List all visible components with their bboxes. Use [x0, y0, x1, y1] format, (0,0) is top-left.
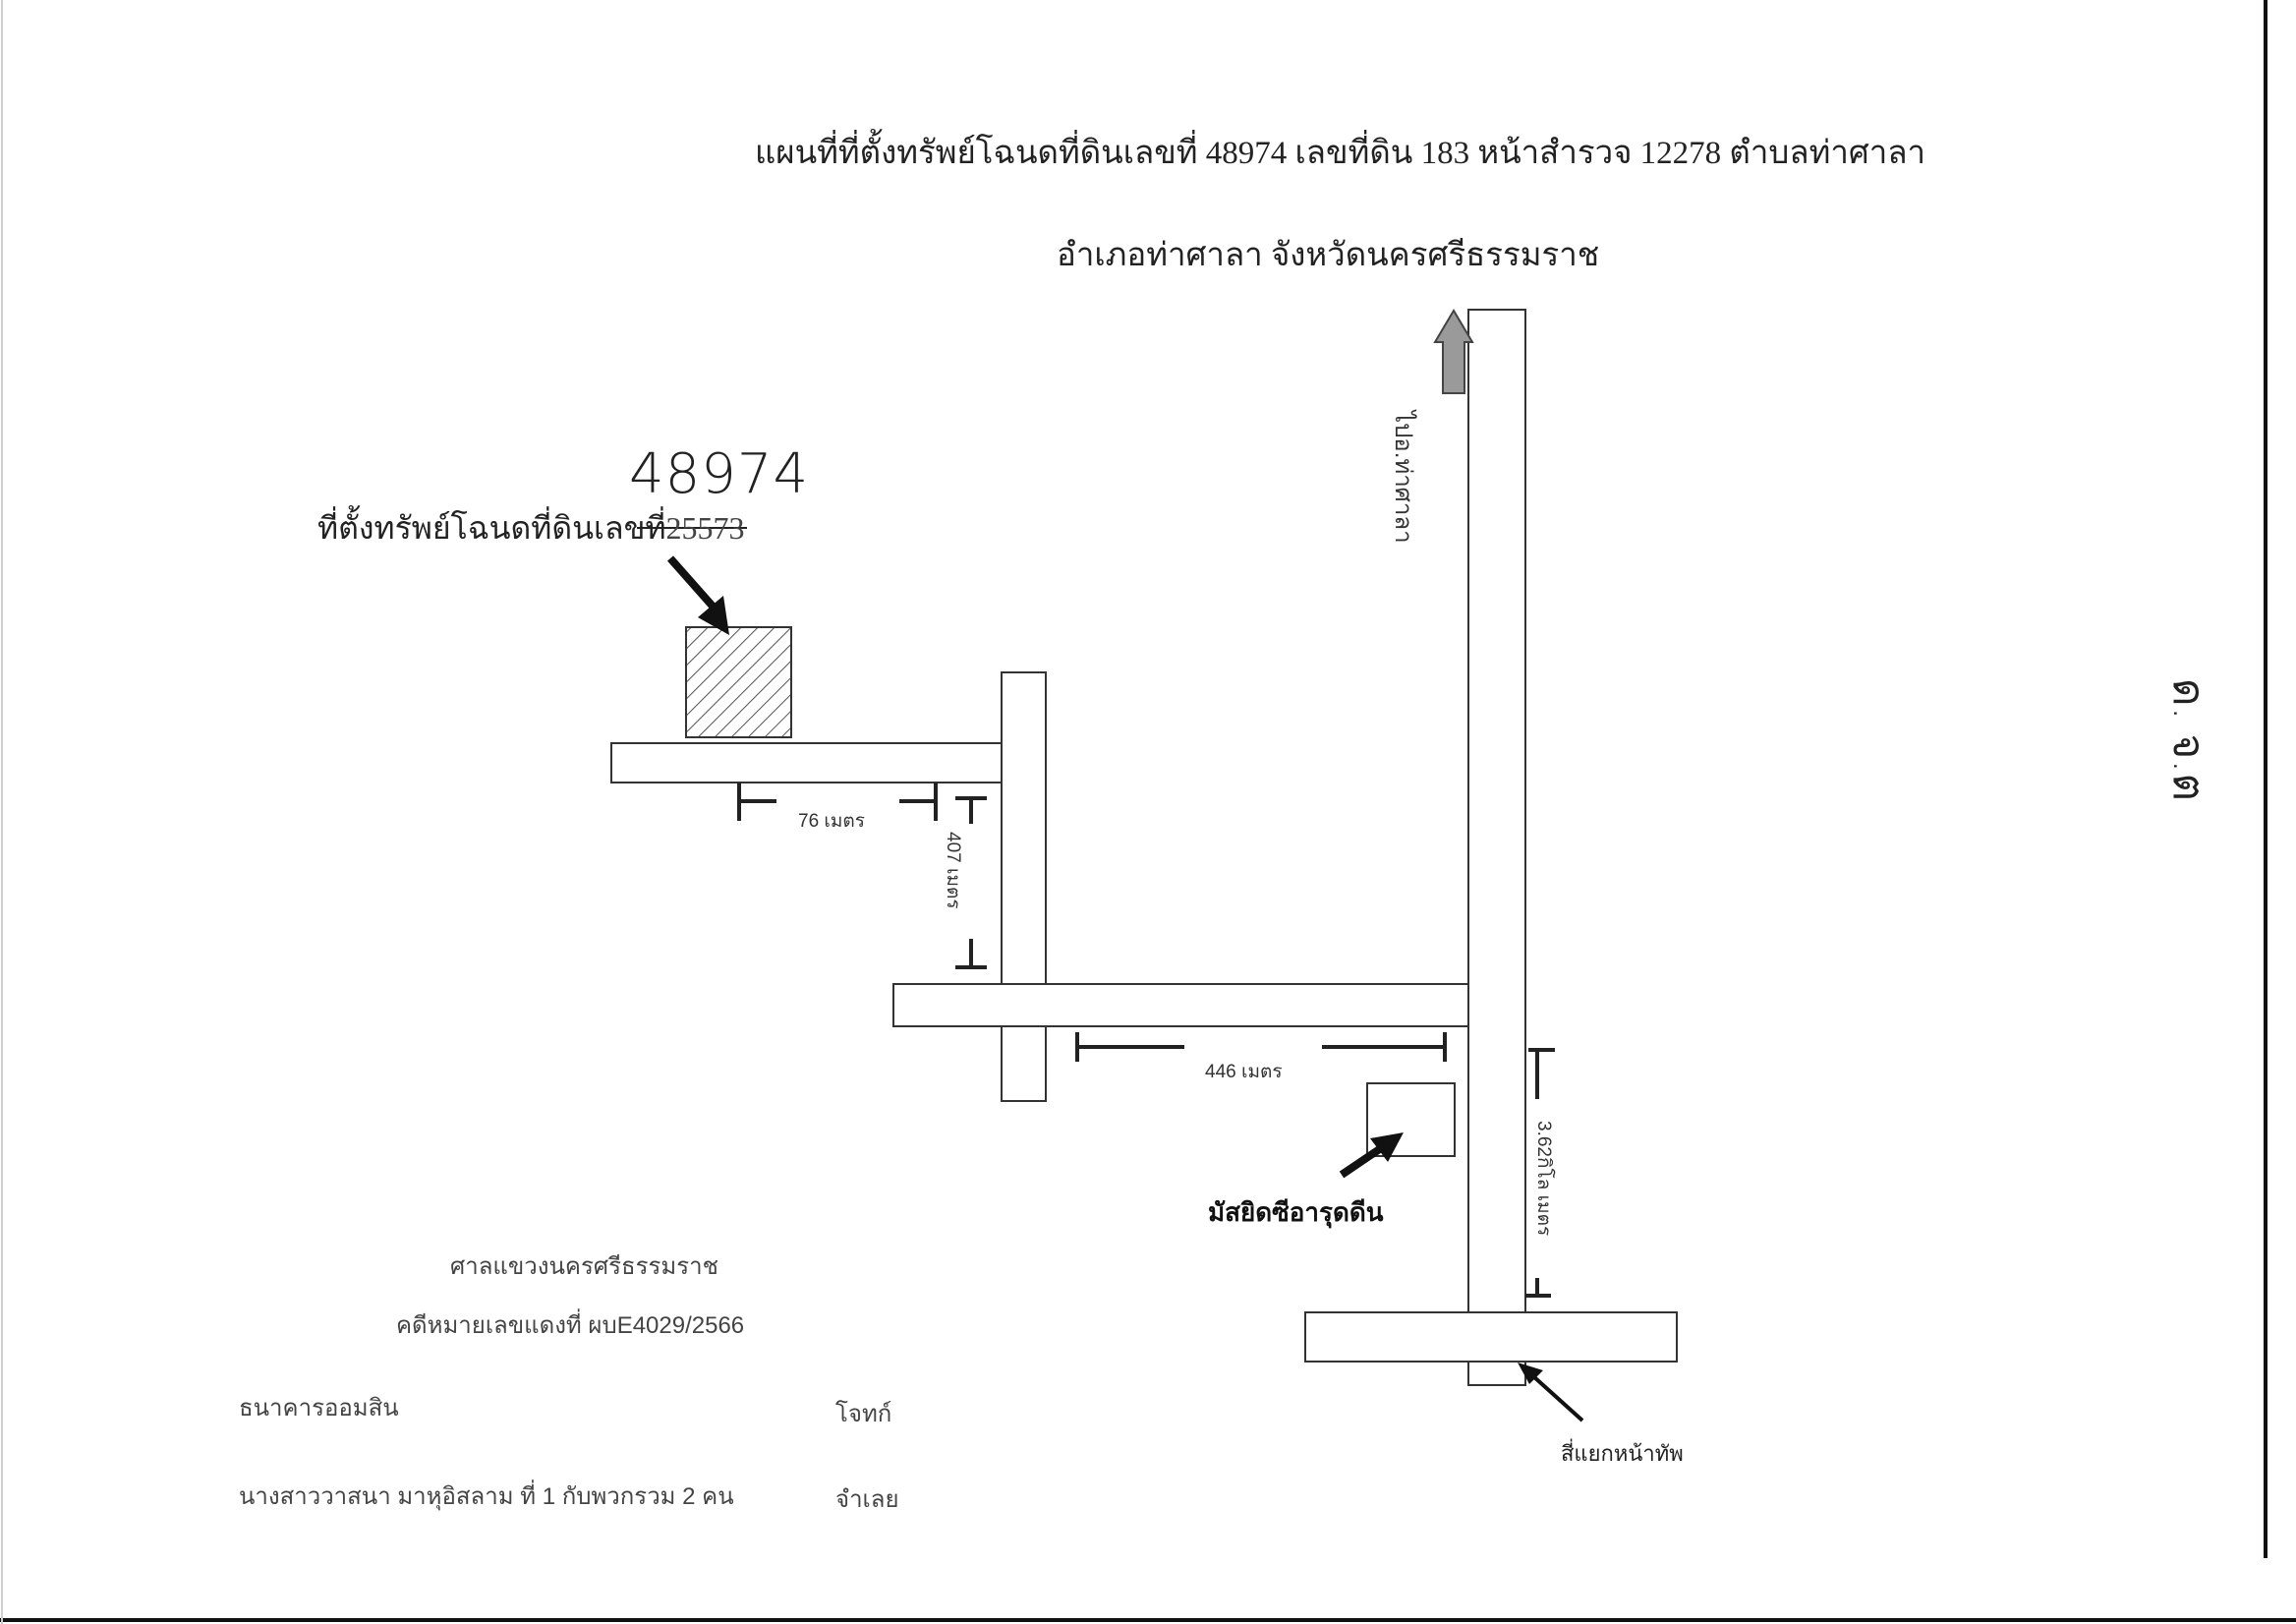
mosque-label: มัสยิดซีอารุดดีน — [1208, 1197, 1384, 1227]
property-arrow — [667, 555, 729, 635]
distance-446m-label: 446 เมตร — [1205, 1062, 1283, 1082]
distance-76m-label: 76 เมตร — [798, 811, 865, 832]
defendant-name: นางสาววาสนา มาหุอิสลาม ที่ 1 กับพวกรวม 2… — [239, 1483, 734, 1510]
road-main-vertical — [1467, 309, 1526, 1386]
map-title-line-2: อำเภอท่าศาลา จังหวัดนครศรีธรรมราช — [1057, 238, 1600, 273]
north-direction-label: ไปอ.ท่าศาลา — [1390, 411, 1416, 544]
intersection-label: สี่แยกหน้าทัพ — [1561, 1441, 1684, 1466]
dimension-3-62km — [1525, 1048, 1555, 1298]
dimension-407m — [955, 796, 987, 969]
north-arrow-icon — [1433, 309, 1474, 394]
handwritten-deed-number: 48974 — [629, 442, 810, 506]
court-name: ศาลแขวงนครศรีธรรมราช — [450, 1253, 718, 1280]
dimension-446m — [1075, 1032, 1447, 1062]
mosque-arrow — [1339, 1132, 1404, 1179]
property-plot — [685, 626, 792, 738]
road-top-horizontal — [610, 742, 1004, 783]
distance-407m-label: 407 เมตร — [943, 832, 963, 909]
road-bottom-horizontal — [1304, 1311, 1678, 1363]
case-number: คดีหมายเลขแดงที่ ผบE4029/2566 — [396, 1312, 745, 1339]
margin-handwritten-note: ด. จ.ต — [2163, 678, 2213, 801]
dimension-76m — [737, 783, 938, 821]
struck-deed-number: 25573 — [665, 510, 745, 546]
defendant-role: จำเลย — [835, 1486, 899, 1513]
road-middle-horizontal — [892, 983, 1472, 1027]
intersection-arrow — [1518, 1363, 1584, 1422]
property-label: ที่ตั้งทรัพย์โฉนดที่ดินเลขที่25573 — [317, 503, 745, 553]
map-title-line-1: แผนที่ที่ตั้งทรัพย์โฉนดที่ดินเลขที่ 4897… — [755, 136, 1926, 171]
road-middle-vertical — [1001, 671, 1047, 1102]
distance-3-62km-label: 3.62กิโล เมตร — [1533, 1121, 1554, 1237]
plaintiff-name: ธนาคารออมสิน — [239, 1395, 399, 1421]
mosque-box — [1366, 1082, 1456, 1157]
property-label-text: ที่ตั้งทรัพย์โฉนดที่ดินเลขที่ — [317, 510, 666, 546]
plaintiff-role: โจทก์ — [835, 1401, 892, 1427]
